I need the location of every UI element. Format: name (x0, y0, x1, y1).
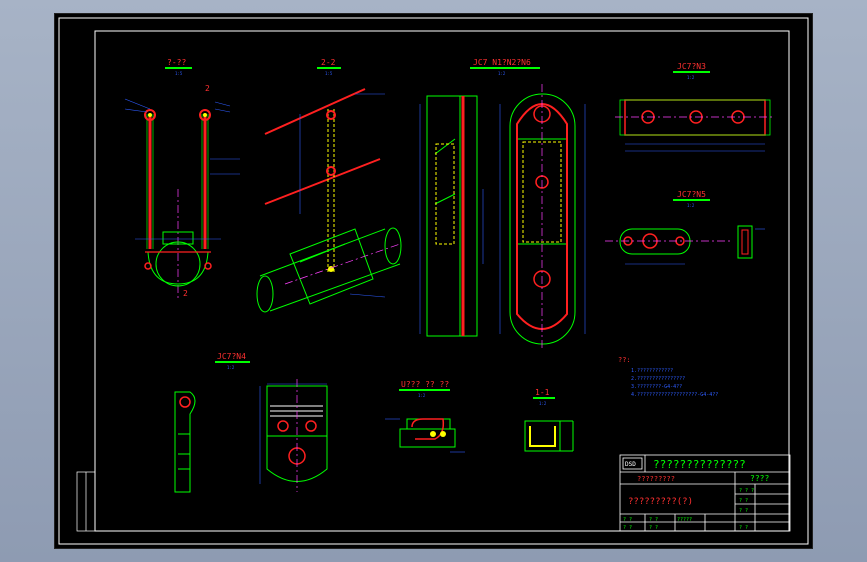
view-8-scale: 1:2 (539, 401, 547, 406)
company-logo: DSD (625, 461, 636, 468)
tb-row: ? ? (649, 525, 658, 531)
notes-heading: ??: (618, 356, 631, 364)
margin-strip (76, 471, 96, 532)
design-stage: ???? (750, 474, 769, 483)
view-5: JC7?N5 1:2 (605, 190, 765, 265)
cad-drawing: ?-?? 1:5 2 2 2-2 (58, 17, 809, 545)
tb-row: ????? (677, 517, 692, 523)
view-8: 1-1 1:2 (524, 388, 574, 452)
note-line: 4.????????????????????-G4-4?? (631, 392, 718, 398)
view-4-title: JC7?N3 (677, 62, 706, 71)
note-line: 2.???????????????? (631, 376, 685, 382)
drawing-sheet: ?-?? 1:5 2 2 2-2 (55, 14, 812, 548)
view-3: JC7 N1?N2?N6 1:2 (419, 58, 586, 349)
note-line: 1.???????????? (631, 368, 673, 374)
drawing-name: ?????????(?) (628, 497, 693, 507)
title-block: DSD ?????????????? ????????? ???? ??????… (619, 454, 791, 532)
tb-sheet: ? ? (739, 525, 748, 531)
view-2: 2-2 1:5 (256, 58, 402, 313)
outer-border (58, 17, 809, 545)
tb-sheet: ? ? (739, 498, 748, 504)
view-4-scale: 1:2 (687, 75, 695, 80)
tb-row: ? ? (623, 525, 632, 531)
view-6-scale: 1:2 (227, 365, 235, 370)
view-7-title: U??? ?? ?? (401, 380, 449, 389)
view-6: JC7?N4 1:2 (174, 352, 328, 493)
view-7: U??? ?? ?? 1:2 (385, 380, 465, 453)
view-5-title: JC7?N5 (677, 190, 706, 199)
view-3-title: JC7 N1?N2?N6 (473, 58, 531, 67)
project-name: ?????????????? (653, 458, 746, 471)
tb-sheet: ? ? (739, 508, 748, 514)
view-1-cut-top: 2 (205, 84, 210, 93)
company-name: ????????? (637, 475, 675, 483)
view-1-cut-bottom: 2 (183, 289, 188, 298)
tb-row: ? ? (649, 517, 658, 523)
view-3-scale: 1:2 (498, 71, 506, 76)
view-1: ?-?? 1:5 2 2 (124, 58, 240, 299)
view-1-title: ?-?? (167, 58, 186, 67)
inner-border (94, 30, 790, 532)
view-2-scale: 1:5 (325, 71, 333, 76)
view-8-title: 1-1 (535, 388, 550, 397)
view-4: JC7?N3 1:2 (615, 62, 775, 152)
tb-sheet: ? ? ? (739, 488, 754, 494)
view-7-scale: 1:2 (418, 393, 426, 398)
technical-notes: ??: 1.???????????? 2.???????????????? 3.… (618, 356, 718, 398)
view-6-title: JC7?N4 (217, 352, 246, 361)
view-1-scale: 1:5 (175, 71, 183, 76)
logo-box (622, 457, 643, 470)
tb-row: ? ? (623, 517, 632, 523)
note-line: 3.????????-G4-4?? (631, 384, 682, 390)
view-2-title: 2-2 (321, 58, 336, 67)
view-5-scale: 1:2 (687, 203, 695, 208)
